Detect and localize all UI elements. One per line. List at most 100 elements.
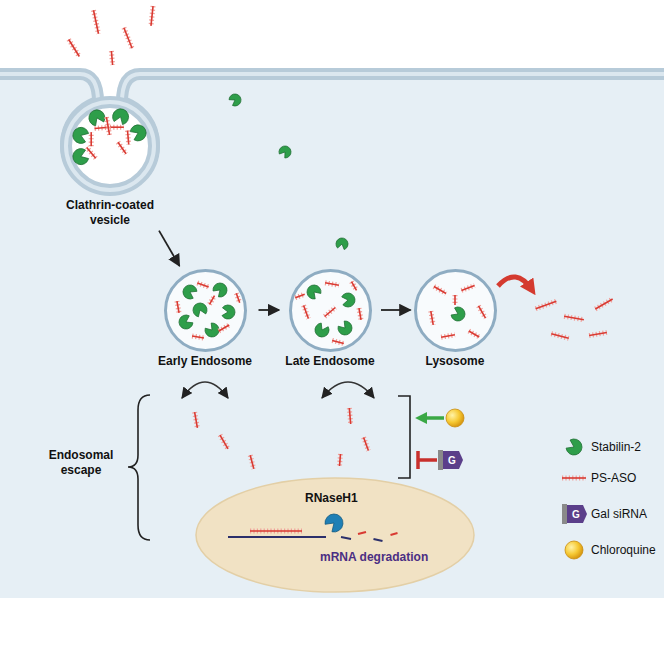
late-endosome: Late Endosome (282, 269, 378, 369)
gal-sirna-icon (562, 504, 587, 524)
protein-icon (229, 94, 241, 106)
ps-aso (349, 408, 350, 424)
protein-icon (342, 293, 355, 307)
ps-aso (250, 455, 254, 469)
ps-aso (124, 28, 132, 48)
lysosome: Lysosome (414, 269, 497, 369)
protein-icon (222, 305, 235, 319)
ps-aso (304, 305, 309, 318)
protein-icon (213, 283, 227, 297)
circle-outline (289, 269, 372, 352)
protein-icon (451, 307, 465, 321)
legend-label: Stabilin-2 (591, 439, 641, 455)
compartment-membrane (165, 270, 245, 350)
nucleus: RNaseH1 mRNA degradation (195, 477, 475, 593)
protein-icon (183, 285, 197, 299)
protein-icon (73, 149, 89, 165)
protein-icon (325, 514, 343, 532)
cytoplasm (0, 74, 664, 598)
protein-icon (73, 127, 89, 143)
ps-aso (536, 301, 557, 309)
ps-aso (192, 336, 204, 338)
flow-arrow (159, 231, 179, 266)
promote-arrow (420, 416, 444, 420)
protein-icon (113, 109, 129, 125)
flow-arrow (259, 309, 280, 311)
ps-aso (359, 308, 361, 320)
coated-vesicle: Clathrin-coated vesicle (57, 96, 163, 228)
ps-aso (87, 147, 96, 158)
chloroquine-icon (565, 541, 583, 559)
bracket-label: Endosomal escape (40, 448, 122, 478)
ps-aso (128, 131, 129, 145)
ps-aso (325, 308, 336, 317)
membrane-bilayer (66, 102, 154, 190)
extracellular-space (0, 0, 664, 74)
ps-aso (177, 301, 179, 313)
ps-aso (118, 142, 126, 153)
ps-aso (210, 296, 215, 305)
ps-aso (434, 287, 446, 294)
ps-aso (339, 454, 340, 466)
ps-aso (195, 412, 198, 428)
ps-aso (352, 282, 357, 291)
ps-aso (325, 283, 339, 285)
protein-icon (89, 110, 105, 126)
protein-icon (307, 285, 321, 299)
legend-label: PS-ASO (591, 470, 636, 486)
ps-aso (151, 6, 153, 26)
inhibit-bar (418, 451, 437, 469)
mrna-fragment (341, 537, 351, 539)
protein-icon (193, 303, 207, 317)
early-endosome: Early Endosome (155, 269, 256, 369)
protein-icon (205, 323, 219, 337)
escape-arrow (182, 382, 228, 398)
compartment-membrane (415, 270, 495, 350)
ps-aso (220, 435, 228, 449)
protein-icon (336, 238, 348, 250)
protein-icon (315, 323, 329, 337)
circle-outline (60, 96, 160, 196)
chloroquine-icon (446, 409, 464, 427)
ps-aso (589, 332, 607, 335)
mrna-fragment (391, 533, 398, 535)
protein-icon (179, 315, 193, 329)
ps-aso (111, 51, 112, 65)
release-arrow (498, 277, 532, 290)
ps-aso (431, 311, 433, 325)
ps-aso (106, 117, 109, 135)
enzyme-label: RNaseH1 (305, 491, 358, 506)
ps-aso (595, 299, 612, 309)
mrna-fragment (374, 539, 383, 541)
ps-aso (95, 127, 109, 128)
ps-aso (94, 10, 99, 33)
ps-aso (469, 331, 479, 337)
nucleus-shape (196, 478, 474, 592)
mrna-strand (228, 536, 326, 538)
ps-aso (219, 325, 229, 331)
compartment-label: Lysosome (426, 354, 485, 369)
ps-aso (551, 334, 568, 339)
compartment-label: Early Endosome (158, 354, 252, 369)
ps-aso (479, 306, 486, 318)
compartment-label: Clathrin-coated vesicle (60, 198, 160, 228)
ps-aso (461, 286, 474, 291)
compartment-membrane (66, 102, 154, 190)
icon-letter: G (448, 455, 456, 466)
circle-outline (164, 269, 247, 352)
ps-aso (91, 132, 92, 146)
ps-aso (110, 127, 124, 128)
brace (128, 395, 150, 540)
legend-label: Chloroquine (591, 542, 656, 558)
mrna-fragment (358, 532, 366, 534)
escape-arrow (322, 382, 374, 398)
ps-aso (455, 295, 456, 305)
protein-icon (566, 439, 582, 455)
compartment-label: Late Endosome (285, 354, 374, 369)
ps-aso (69, 40, 80, 57)
process-label: mRNA degradation (320, 550, 428, 565)
circle-outline (414, 269, 497, 352)
ps-aso (441, 335, 455, 337)
